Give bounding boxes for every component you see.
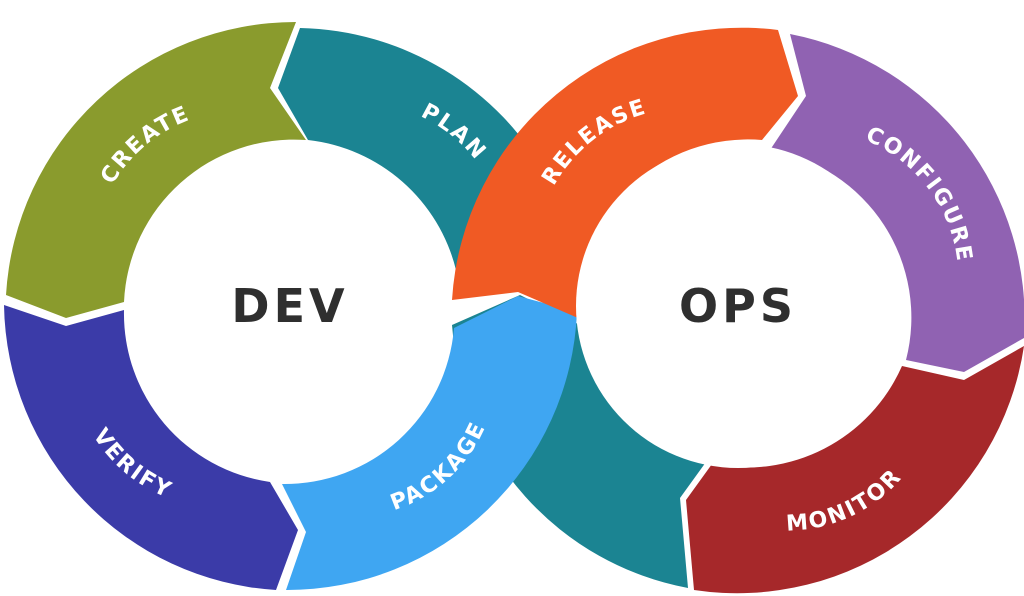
segment-verify xyxy=(4,305,298,590)
ops-hub-circle xyxy=(576,144,900,468)
segment-package xyxy=(282,296,577,591)
segment-release xyxy=(452,27,798,319)
segment-monitor xyxy=(686,346,1024,594)
dev-label: DEV xyxy=(231,279,348,333)
segment-configure xyxy=(770,34,1024,372)
segment-create xyxy=(6,21,306,318)
ops-label: OPS xyxy=(679,279,797,333)
dev-hub-circle xyxy=(128,144,452,468)
